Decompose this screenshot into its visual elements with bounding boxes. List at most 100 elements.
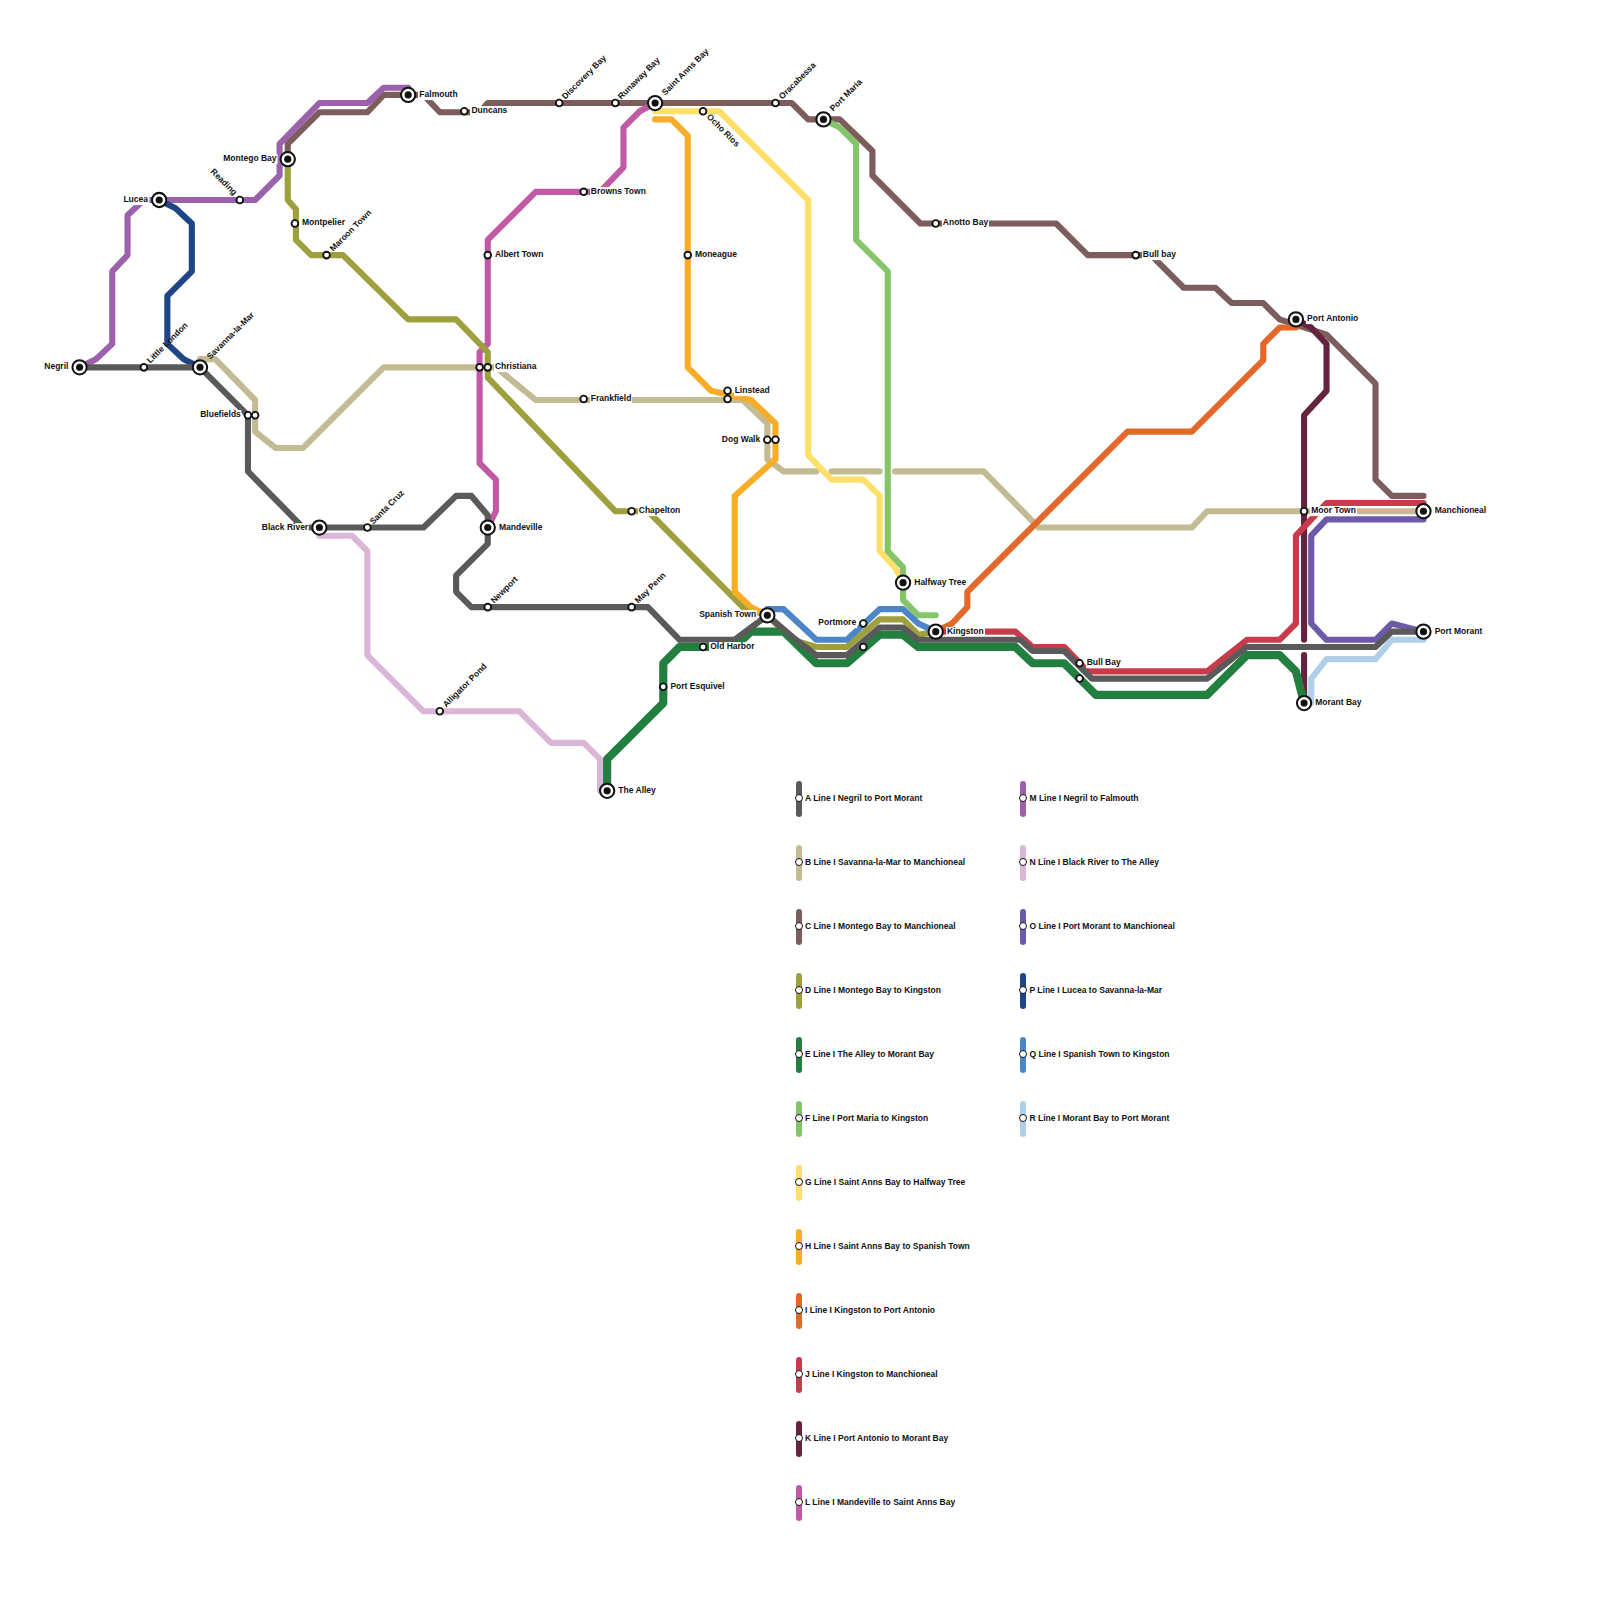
interchange-marker <box>1416 504 1430 518</box>
legend-text: J Line I Kingston to Manchioneal <box>805 1370 938 1380</box>
legend-text: I Line I Kingston to Port Antonio <box>805 1306 935 1316</box>
legend-swatch <box>796 1293 802 1329</box>
interchange-marker <box>72 360 86 374</box>
interchange-marker-center <box>484 524 491 531</box>
legend-text: N Line I Black River to The Alley <box>1029 858 1159 868</box>
legend-swatch <box>1020 1037 1026 1073</box>
interchange-marker-center <box>284 156 291 163</box>
interchange-marker <box>1416 624 1430 638</box>
route-line <box>655 119 775 615</box>
interchange-marker-center <box>899 579 906 586</box>
legend-swatch <box>796 1421 802 1457</box>
station-name: Manchioneal <box>1434 506 1487 516</box>
legend-station-dot <box>795 1114 803 1122</box>
station-name: Morant Bay <box>1314 698 1362 708</box>
legend-station-dot <box>795 1370 803 1378</box>
route-line <box>607 632 1304 791</box>
station-name: Lucea <box>122 195 149 205</box>
station-marker <box>684 252 691 259</box>
station-marker <box>764 436 771 443</box>
interchange-marker <box>481 520 495 534</box>
station-marker <box>323 252 330 259</box>
interchange-marker <box>816 112 830 126</box>
station-name: Montego Bay <box>222 154 277 164</box>
station-marker <box>860 620 867 627</box>
station-name: Moneague <box>694 250 738 260</box>
station-marker <box>1301 508 1308 515</box>
legend-text: M Line I Negril to Falmouth <box>1029 794 1138 804</box>
station-marker <box>1076 660 1083 667</box>
station-name: Kingston <box>946 627 985 637</box>
legend-station-dot <box>795 1178 803 1186</box>
route-line <box>288 159 936 647</box>
station-name: Anotto Bay <box>942 219 989 229</box>
interchange-marker <box>1297 696 1311 710</box>
station-marker <box>724 396 731 403</box>
legend-text: F Line I Port Maria to Kingston <box>805 1114 928 1124</box>
interchange-marker-center <box>1301 699 1308 706</box>
station-marker <box>1132 252 1139 259</box>
legend-station-dot <box>1019 858 1027 866</box>
interchange-marker <box>760 608 774 622</box>
station-name: Montpelier <box>301 219 346 229</box>
legend-text: O Line I Port Morant to Manchioneal <box>1029 922 1174 932</box>
station-name: Port Morant <box>1434 627 1484 637</box>
interchange-marker <box>193 360 207 374</box>
station-marker <box>860 644 867 651</box>
station-name: Browns Town <box>590 187 647 197</box>
station-marker <box>252 412 259 419</box>
legend-station-dot <box>1019 1050 1027 1058</box>
interchange-marker <box>281 152 295 166</box>
station-marker <box>484 252 491 259</box>
legend-swatch <box>1020 973 1026 1009</box>
legend-swatch <box>796 1485 802 1521</box>
station-name: Port Maria <box>828 77 866 115</box>
station-marker <box>700 108 707 115</box>
legend-text: K Line I Port Antonio to Morant Bay <box>805 1434 948 1444</box>
interchange-marker-center <box>1420 508 1427 515</box>
station-name: Port Esquivel <box>669 682 725 692</box>
interchange-marker <box>648 96 662 110</box>
route-line <box>767 609 935 640</box>
interchange-marker-center <box>405 91 412 98</box>
station-name: Mandeville <box>498 523 543 533</box>
station-marker <box>724 387 731 394</box>
interchange-marker-center <box>1420 628 1427 635</box>
station-name: Port Antonio <box>1306 314 1359 324</box>
route-line <box>80 88 409 368</box>
legend-text: G Line I Saint Anns Bay to Halfway Tree <box>805 1178 965 1188</box>
station-name: Portmore <box>817 619 857 629</box>
interchange-marker-center <box>156 196 163 203</box>
legend-text: L Line I Mandeville to Saint Anns Bay <box>805 1498 955 1508</box>
interchange-marker-center <box>652 99 659 106</box>
route-line <box>1311 519 1423 639</box>
station-name: Bluefields <box>199 410 242 420</box>
legend-swatch <box>1020 909 1026 945</box>
route-line <box>80 367 1424 678</box>
station-marker <box>772 100 779 107</box>
station-name: Savanna-la-Mar <box>205 310 258 363</box>
station-marker <box>580 396 587 403</box>
station-marker <box>484 604 491 611</box>
station-marker <box>141 364 148 371</box>
legend-swatch <box>796 781 802 817</box>
legend-swatch <box>796 909 802 945</box>
legend-swatch <box>796 1165 802 1201</box>
interchange-marker-center <box>932 628 939 635</box>
route-line <box>655 111 903 582</box>
legend-text: Q Line I Spanish Town to Kingston <box>1029 1050 1169 1060</box>
legend-station-dot <box>1019 922 1027 930</box>
interchange-marker-center <box>76 364 83 371</box>
interchange-marker <box>929 624 943 638</box>
legend-station-dot <box>795 1498 803 1506</box>
interchange-marker <box>896 576 910 590</box>
interchange-marker-center <box>604 787 611 794</box>
station-name: Alligator Pond <box>440 661 489 710</box>
station-marker <box>556 100 563 107</box>
route-line <box>823 119 935 615</box>
legend-swatch <box>796 1229 802 1265</box>
station-marker <box>476 364 483 371</box>
station-name: Halfway Tree <box>913 578 967 588</box>
station-marker <box>245 412 252 419</box>
legend-text: P Line I Lucea to Savanna-la-Mar <box>1029 986 1162 996</box>
